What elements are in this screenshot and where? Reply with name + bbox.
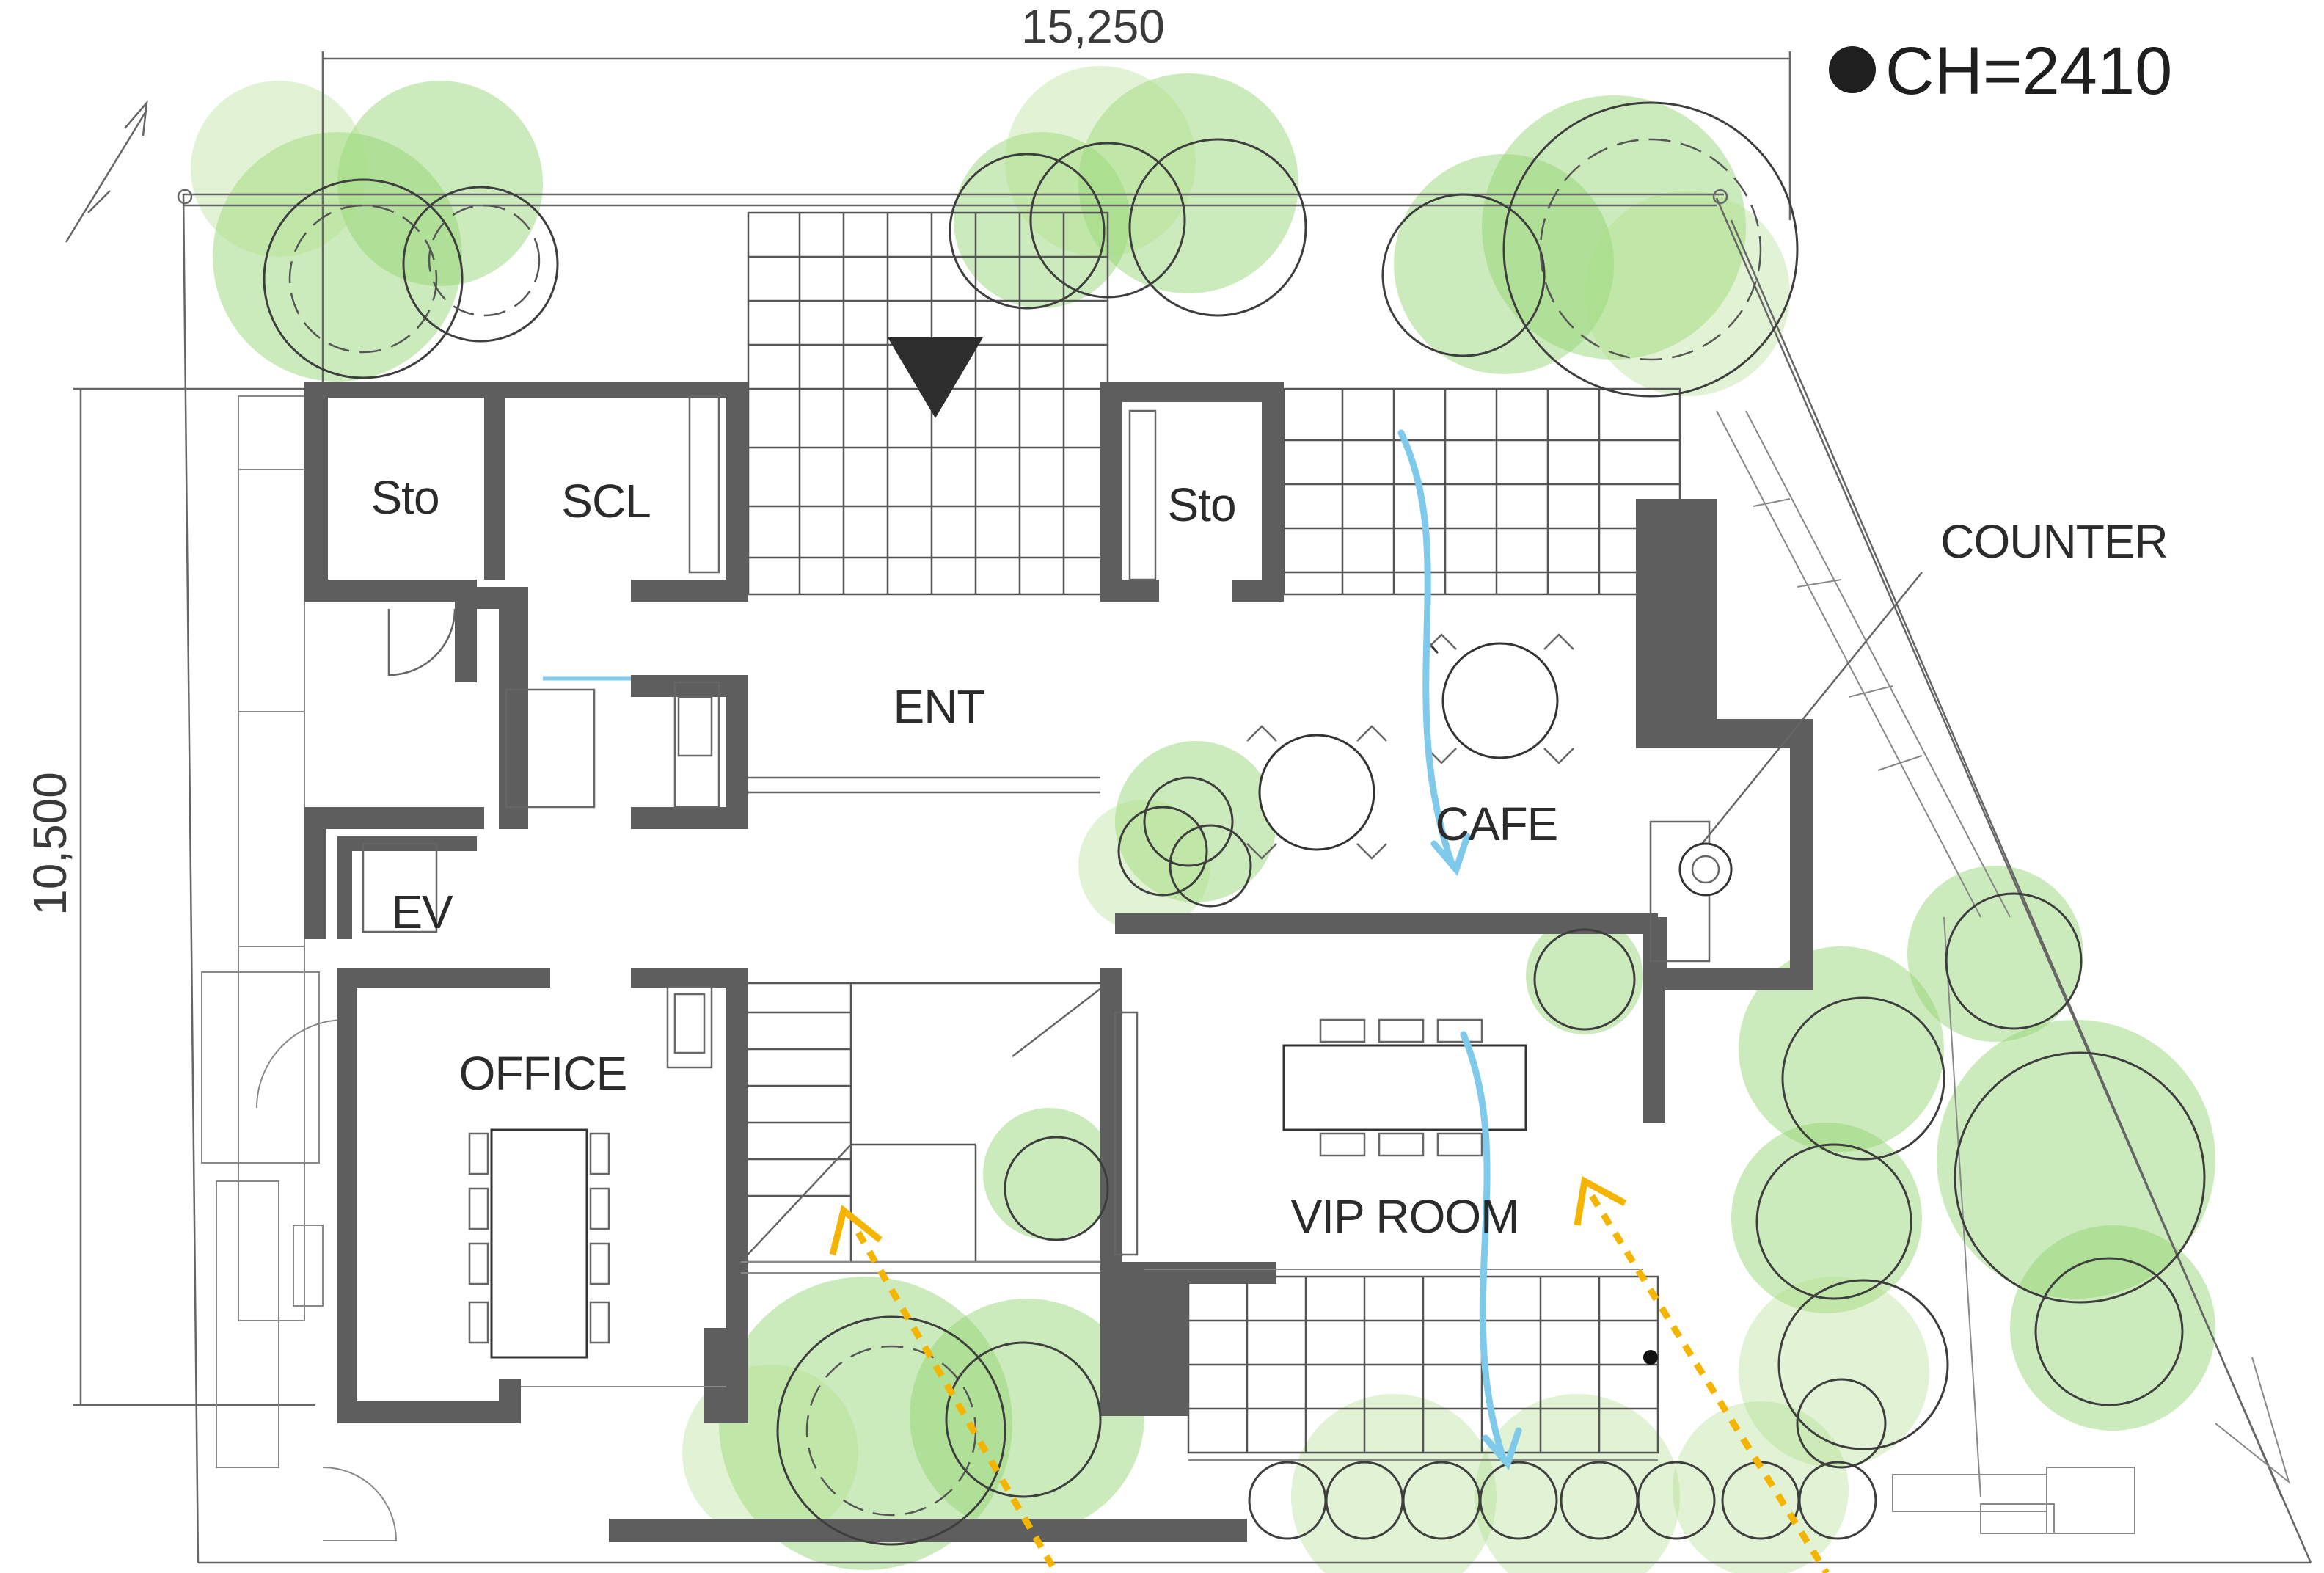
approach-arrows [829,1176,1830,1573]
ceiling-bullet-icon [1829,46,1876,93]
room-label-vip-room: VIP ROOM [1291,1190,1519,1243]
office-table [468,1128,610,1359]
room-label-elevator: EV [391,886,453,938]
trees [263,101,2206,1546]
ceiling-height-label: CH=2410 [1885,34,2172,109]
room-label-scl: SCL [561,475,651,528]
cafe-terrace [1282,387,1681,596]
entrance-deck [747,211,1109,596]
height-dimension: 10,500 [23,772,76,916]
fixtures [362,395,1923,1461]
room-label-storage-left: Sto [370,471,439,524]
room-label-office: OFFICE [459,1047,627,1100]
cafe-table-2 [1246,725,1387,860]
counter-fixture [1678,842,1733,897]
cafe-table-1 [1423,633,1574,764]
walls [304,382,1813,1542]
room-label-entrance: ENT [894,680,985,733]
vip-table [1282,1018,1527,1157]
labels: 15,250 10,500 CH=2410 Sto SCL Sto ENT EV… [23,0,2172,1243]
room-label-storage-right: Sto [1167,478,1235,531]
circulation-arrows [1397,429,1522,1470]
room-label-counter: COUNTER [1940,515,2167,568]
width-dimension: 15,250 [1021,0,1165,53]
room-label-cafe: CAFE [1436,798,1558,850]
